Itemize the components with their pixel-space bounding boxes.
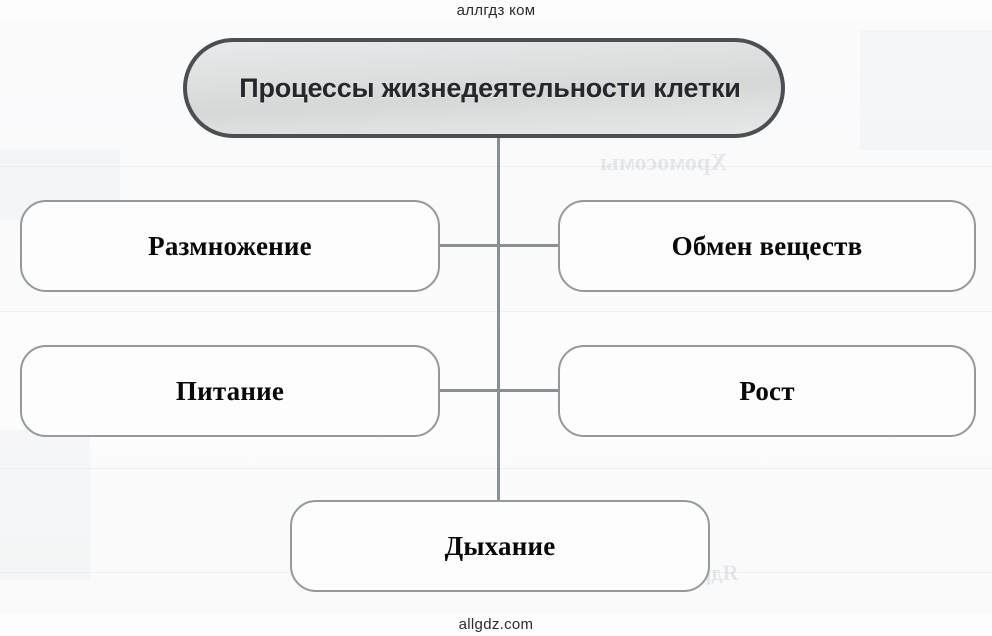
connector-row2-left (440, 389, 498, 392)
node-label: Питание (175, 375, 285, 406)
node-razmnozhenie[interactable]: Размножение (20, 200, 440, 292)
node-label: Обмен веществ (671, 230, 863, 261)
node-root-processes[interactable]: Процессы жизнедеятельности клетки (183, 38, 785, 138)
node-label: Рост (739, 375, 795, 406)
node-pitanie[interactable]: Питание (20, 345, 440, 437)
node-dyhanie[interactable]: Дыхание (290, 500, 710, 592)
connector-vertical-stem (497, 138, 500, 502)
node-label: Размножение (148, 230, 312, 261)
node-root-label: Процессы жизнедеятельности клетки (239, 72, 741, 103)
node-label: Дыхание (444, 530, 556, 561)
connector-row2-right (497, 389, 558, 392)
node-obmen-veshchestv[interactable]: Обмен веществ (558, 200, 976, 292)
watermark-bottom: allgdz.com (458, 616, 534, 633)
watermark-top: аллгдз ком (456, 2, 536, 19)
node-rost[interactable]: Рост (558, 345, 976, 437)
connector-row1-right (497, 244, 558, 247)
connector-row1-left (440, 244, 498, 247)
